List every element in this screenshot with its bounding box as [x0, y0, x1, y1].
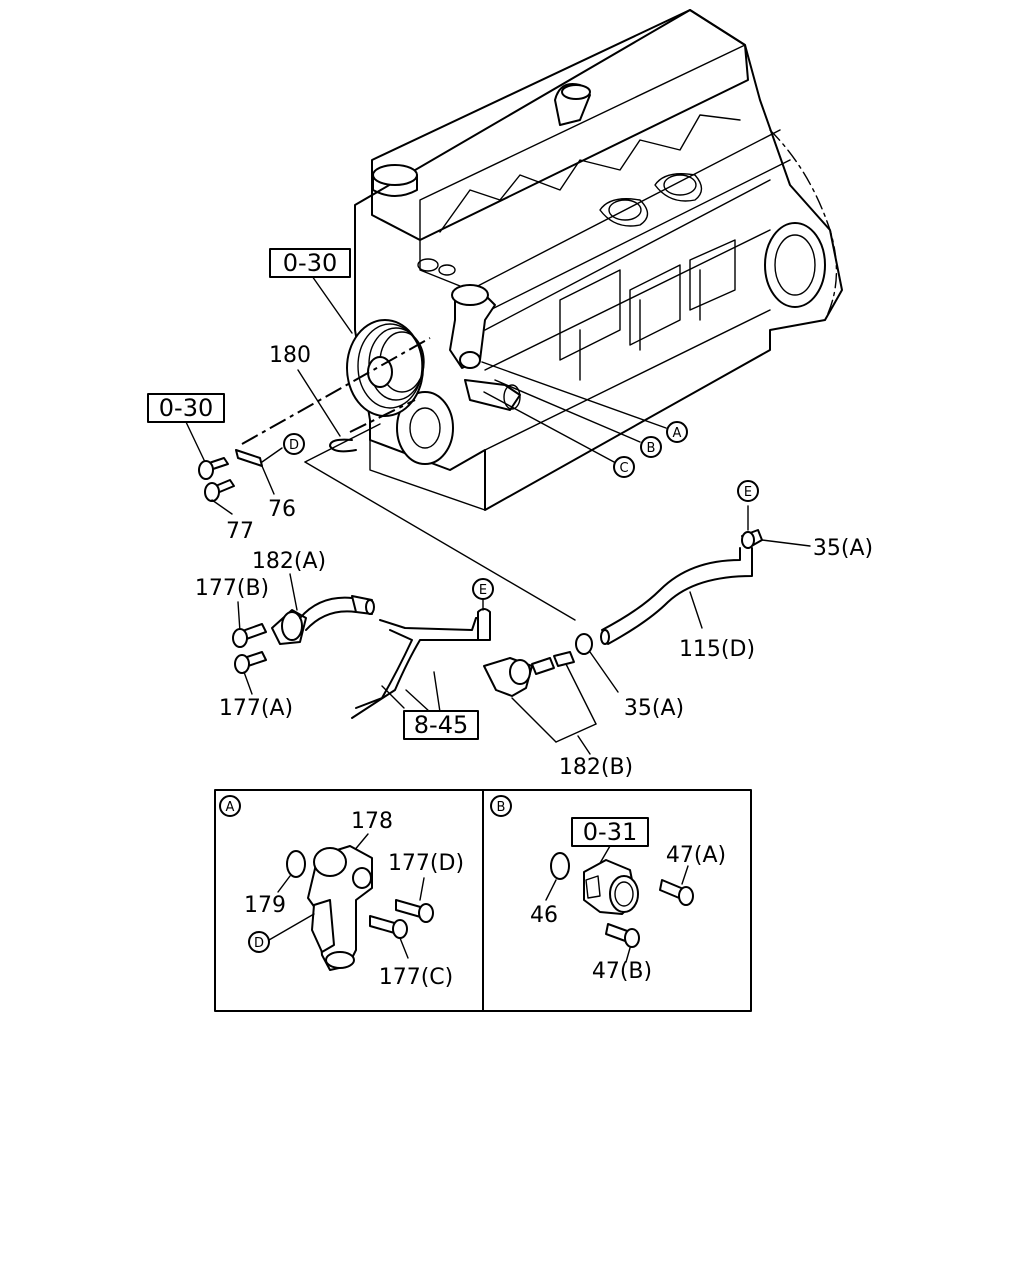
marker-c: C — [613, 456, 635, 478]
label-115d: 115(D) — [679, 637, 755, 662]
ref-box-030-left: 0-30 — [147, 393, 225, 463]
panel-a-marker-label: A — [226, 800, 235, 815]
marker-e-top-label: E — [744, 485, 752, 500]
ref-box-845: 8-45 — [403, 710, 479, 740]
label-47a: 47(A) — [666, 843, 726, 868]
label-179: 179 — [244, 893, 286, 918]
marker-b-label: B — [647, 441, 656, 456]
label-178: 178 — [351, 809, 393, 834]
assembly-lines — [241, 337, 576, 621]
label-77: 77 — [226, 519, 254, 544]
marker-c-label: C — [619, 461, 628, 476]
ref-030-top-label: 0-30 — [283, 249, 337, 277]
marker-d: D — [283, 433, 305, 455]
panel-b-marker-label: B — [497, 800, 506, 815]
detail-panel-a: A 178 179 D 177(D) 177(C) — [219, 795, 464, 990]
label-182a: 182(A) — [252, 549, 326, 574]
marker-e-mid-label: E — [479, 583, 487, 598]
detail-panel-frame — [214, 789, 752, 1012]
marker-leaders — [481, 361, 667, 463]
label-35a-top: 35(A) — [813, 536, 873, 561]
marker-e-top: E — [737, 480, 759, 502]
part-180: 180 — [269, 343, 357, 453]
marker-e-mid: E — [472, 578, 494, 600]
marker-b: B — [640, 436, 662, 458]
label-180: 180 — [269, 343, 311, 368]
label-46: 46 — [530, 903, 558, 928]
label-177b: 177(B) — [195, 576, 269, 601]
panel-a-marker-d-label: D — [254, 936, 264, 951]
label-47b: 47(B) — [592, 959, 652, 984]
label-177c: 177(C) — [379, 965, 454, 990]
engine-assembly — [311, 9, 843, 511]
detail-panel-b: B 0-31 46 47(A) 47(B) — [490, 795, 726, 984]
label-177d: 177(D) — [388, 851, 464, 876]
marker-a-label: A — [673, 426, 682, 441]
label-35a-mid: 35(A) — [624, 696, 684, 721]
marker-d-label: D — [289, 438, 299, 453]
label-182b: 182(B) — [559, 755, 633, 780]
ref-box-030-top: 0-30 — [269, 248, 351, 278]
marker-a: A — [666, 421, 688, 443]
ref-031-label: 0-31 — [583, 818, 637, 846]
label-177a: 177(A) — [219, 696, 293, 721]
label-76: 76 — [268, 497, 296, 522]
part-76-77: 76 77 — [198, 447, 296, 544]
ref-030-left-label: 0-30 — [159, 394, 213, 422]
hose-assembly-left: 182(A) 177(B) 177(A) — [195, 549, 491, 721]
hose-115d: 35(A) 115(D) — [600, 505, 873, 662]
part-182b: 182(B) 35(A) — [483, 633, 684, 780]
ref-845-label: 8-45 — [414, 711, 468, 739]
